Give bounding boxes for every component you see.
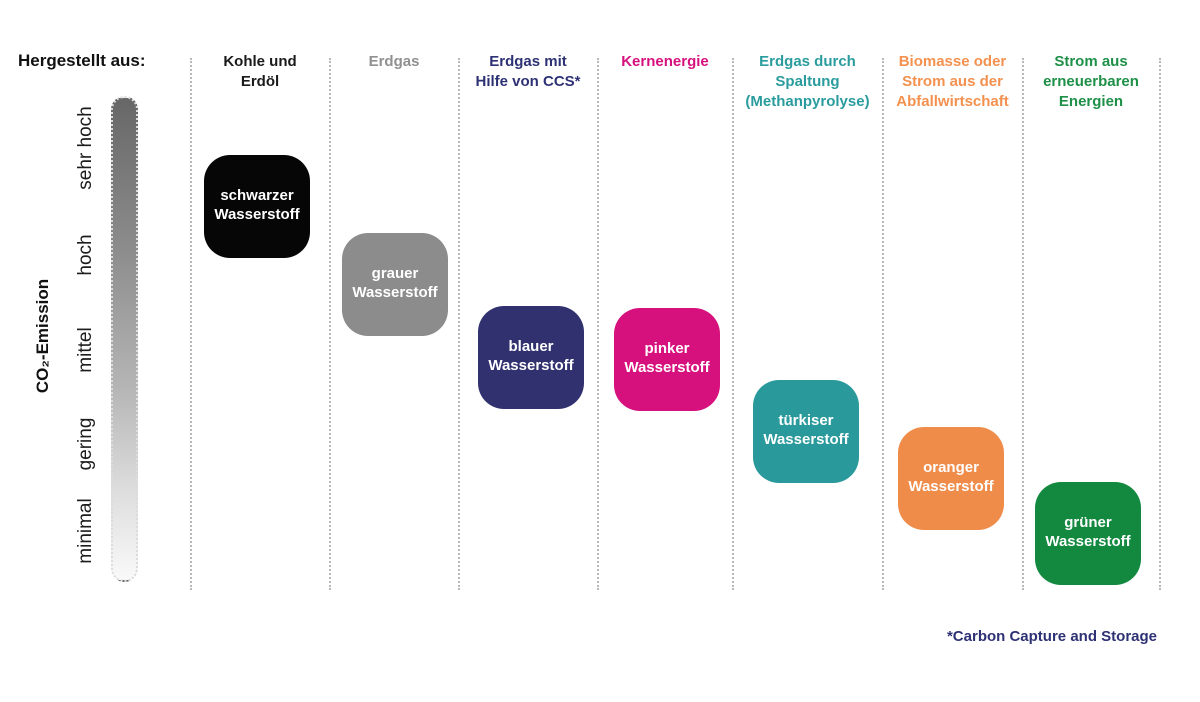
hydrogen-box-gruener: grüner Wasserstoff [1035,482,1141,585]
column-separator [597,58,599,590]
axis-level-mittel: mittel [75,327,96,373]
column-separator [329,58,331,590]
hydrogen-box-blauer: blauer Wasserstoff [478,306,584,409]
column-header-erdgas-ccs: Erdgas mit Hilfe von CCS* [475,53,581,90]
hydrogen-box-pinker: pinker Wasserstoff [614,308,720,411]
column-separator [1159,58,1161,590]
column-separator [458,58,460,590]
column-separator [732,58,734,590]
hydrogen-box-tuerkiser: türkiser Wasserstoff [753,380,859,483]
column-separator [882,58,884,590]
emission-gradient-bar [111,96,138,582]
column-separator [1022,58,1024,590]
column-separator [190,58,192,590]
hydrogen-box-grauer: grauer Wasserstoff [342,233,448,336]
made-from-label: Hergestellt aus: [18,51,146,70]
axis-level-minimal: minimal [75,498,96,564]
column-header-biomasse-abfall: Biomasse oder Strom aus der Abfallwirtsc… [896,53,1009,110]
hydrogen-box-oranger: oranger Wasserstoff [898,427,1004,530]
column-header-erdgas: Erdgas [368,53,420,70]
axis-level-sehr-hoch: sehr hoch [75,106,96,190]
ccs-footnote: *Carbon Capture and Storage [946,628,1157,645]
column-header-kernenergie: Kernenergie [621,53,709,70]
hydrogen-box-schwarzer: schwarzer Wasserstoff [204,155,310,258]
column-header-kohle-erdoel: Kohle und Erdöl [223,53,297,90]
axis-level-hoch: hoch [75,234,96,276]
column-header-erneuerbare: Strom aus erneuerbaren Energien [1043,53,1139,110]
co2-emission-axis-label: CO₂-Emission [33,278,52,394]
column-header-methanpyrolyse: Erdgas durch Spaltung (Methanpyrolyse) [745,53,870,110]
axis-level-gering: gering [75,417,96,471]
